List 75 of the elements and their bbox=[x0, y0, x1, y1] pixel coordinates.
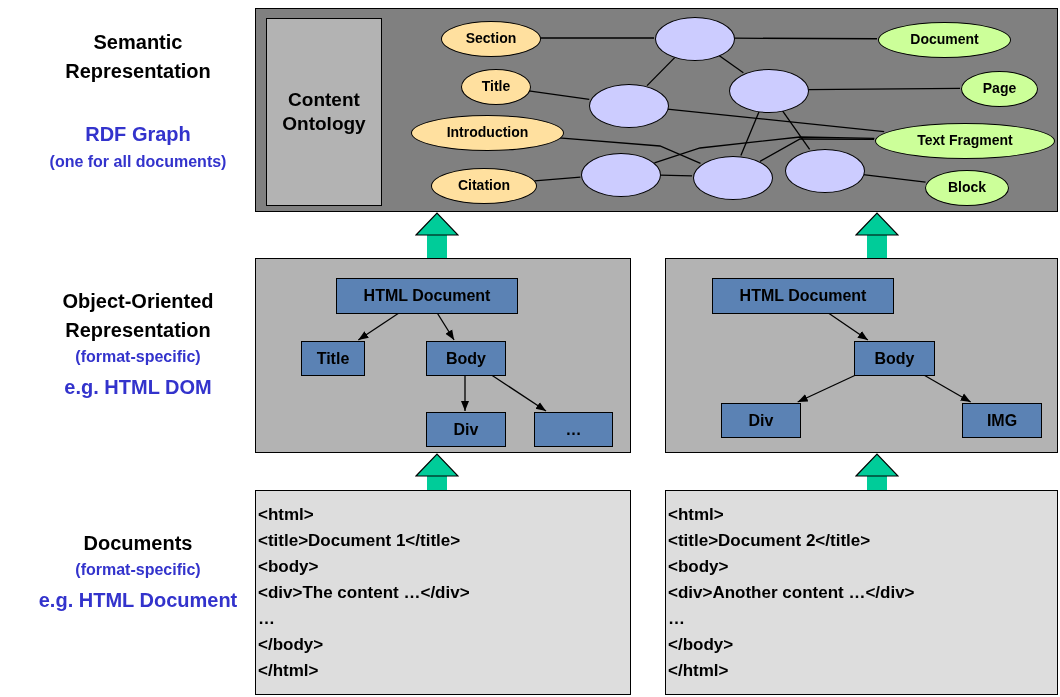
dom-node-box: HTML Document bbox=[712, 278, 894, 314]
layer-note: e.g. HTML DOM bbox=[63, 375, 213, 400]
relation-line bbox=[759, 138, 875, 162]
arrow bbox=[436, 312, 455, 341]
dom-node-box: Div bbox=[721, 403, 801, 438]
arrow bbox=[357, 312, 400, 341]
graph-panel bbox=[255, 8, 1058, 212]
class-ellipse: Citation bbox=[431, 168, 537, 204]
code-line: … bbox=[668, 609, 685, 629]
relation-line bbox=[659, 174, 693, 177]
relation-line bbox=[666, 108, 885, 133]
class-ellipse: Document bbox=[878, 22, 1011, 58]
code-line: <title>Document 2</title> bbox=[668, 531, 871, 551]
block-arrow bbox=[855, 453, 899, 490]
arrow bbox=[490, 374, 547, 412]
code-line: </body> bbox=[258, 635, 324, 655]
layer-note: (format-specific) bbox=[74, 347, 202, 367]
dom-node-box: HTML Document bbox=[336, 278, 518, 314]
layer-note: e.g. HTML Document bbox=[37, 588, 239, 613]
layer-note: RDF Graph bbox=[84, 122, 192, 147]
code-line: <title>Document 1</title> bbox=[258, 531, 461, 551]
ontology-box: Content Ontology bbox=[266, 18, 382, 206]
arrow bbox=[461, 374, 469, 412]
block-arrow bbox=[415, 212, 459, 258]
code-line: <div>The content …</div> bbox=[258, 583, 470, 603]
block-arrow bbox=[415, 453, 459, 490]
relation-line bbox=[740, 110, 760, 157]
dom-node-box: Div bbox=[426, 412, 506, 447]
code-line: </html> bbox=[258, 661, 319, 681]
dom-panel bbox=[665, 258, 1058, 453]
layer-title: Object-Oriented Representation bbox=[61, 289, 215, 343]
class-ellipse: Section bbox=[441, 21, 541, 57]
layer-note: (format-specific) bbox=[74, 560, 202, 580]
instance-ellipse bbox=[693, 156, 773, 200]
dom-node-box: Title bbox=[301, 341, 365, 376]
layer-title: Documents bbox=[82, 531, 194, 556]
relation-line bbox=[646, 56, 676, 87]
class-ellipse: Text Fragment bbox=[875, 123, 1055, 159]
dom-node-box: IMG bbox=[962, 403, 1042, 438]
relation-line bbox=[528, 90, 590, 101]
relation-line bbox=[558, 137, 702, 165]
relation-line bbox=[733, 37, 878, 40]
document-box bbox=[255, 490, 631, 695]
code-line: <body> bbox=[668, 557, 729, 577]
dom-node-box: Body bbox=[426, 341, 506, 376]
dom-node-box: … bbox=[534, 412, 613, 447]
class-ellipse: Title bbox=[461, 69, 531, 105]
code-line: </body> bbox=[668, 635, 734, 655]
code-line: … bbox=[258, 609, 275, 629]
relation-line bbox=[653, 136, 875, 164]
code-line: </html> bbox=[668, 661, 729, 681]
dom-panel bbox=[255, 258, 631, 453]
code-line: <html> bbox=[668, 505, 724, 525]
code-line: <html> bbox=[258, 505, 314, 525]
class-ellipse: Page bbox=[961, 71, 1038, 107]
dom-node-box: Body bbox=[854, 341, 935, 376]
relation-line bbox=[807, 87, 961, 91]
layer-note: (one for all documents) bbox=[48, 152, 228, 172]
relation-line bbox=[718, 54, 744, 74]
relation-line bbox=[862, 174, 927, 183]
class-ellipse: Introduction bbox=[411, 115, 564, 151]
block-arrow bbox=[855, 212, 899, 258]
relation-line bbox=[539, 37, 655, 39]
code-line: <body> bbox=[258, 557, 319, 577]
instance-ellipse bbox=[581, 153, 661, 197]
relation-line bbox=[781, 109, 811, 151]
class-ellipse: Block bbox=[925, 170, 1009, 206]
code-line: <div>Another content …</div> bbox=[668, 583, 915, 603]
arrow bbox=[923, 374, 972, 403]
arrow bbox=[797, 374, 857, 403]
document-box bbox=[665, 490, 1058, 695]
instance-ellipse bbox=[785, 149, 865, 193]
arrow bbox=[827, 312, 869, 341]
layer-title: Semantic Representation bbox=[64, 30, 212, 84]
relation-line bbox=[533, 176, 582, 182]
